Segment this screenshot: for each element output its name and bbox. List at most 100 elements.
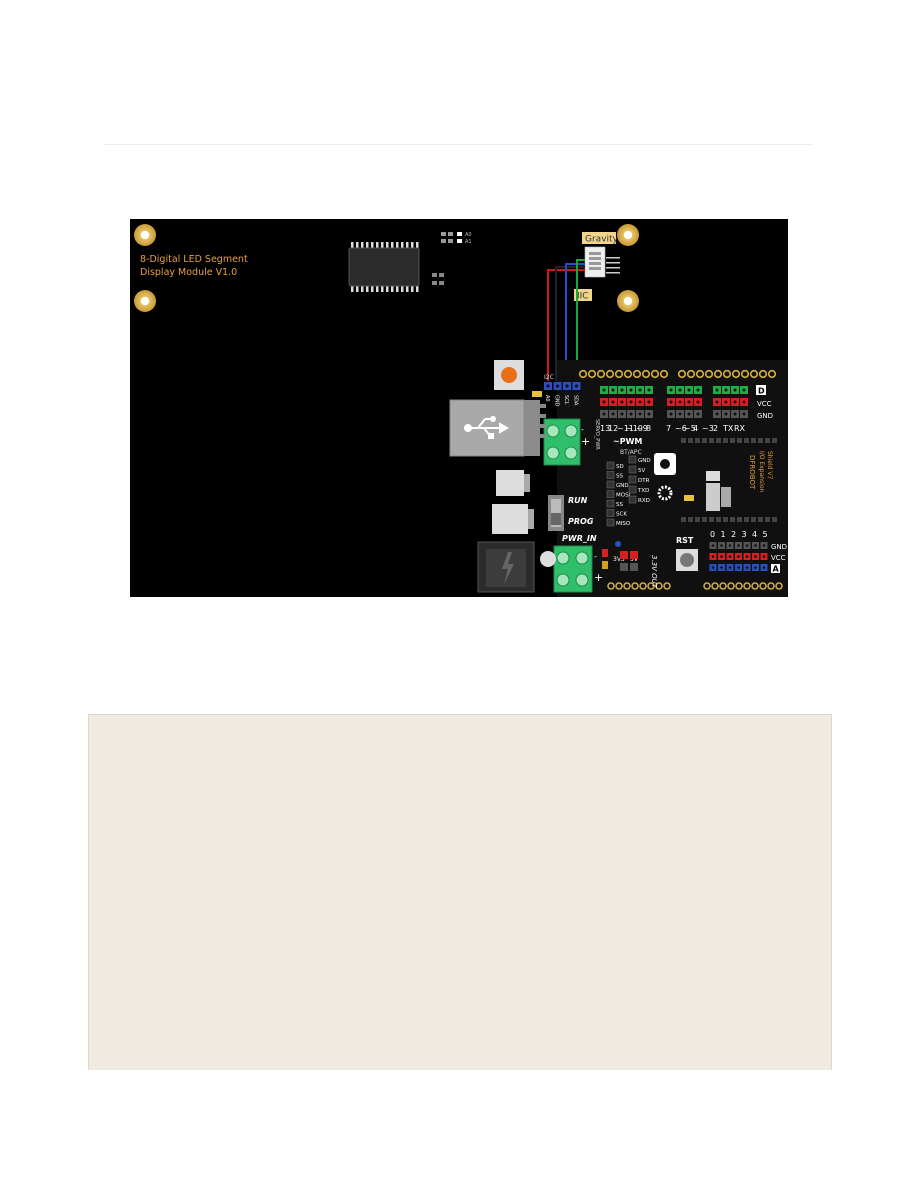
digital-pin-hole: [602, 388, 606, 392]
analog-pin-hole: [720, 566, 723, 569]
header-ring-pin: [663, 582, 671, 590]
strip-pin: [772, 517, 777, 522]
strip-pin: [723, 438, 728, 443]
strip-pin: [716, 517, 721, 522]
digital-pin-hole: [629, 412, 633, 416]
digital-pin-hole: [687, 400, 691, 404]
digital-pin-hole: [647, 412, 651, 416]
addr-label-a0: A0: [465, 232, 472, 238]
arduino-components: [449, 360, 556, 593]
digital-pin-hole: [715, 412, 719, 416]
strip-pin: [702, 517, 707, 522]
digital-pin-label: 4: [693, 424, 698, 433]
chip-pin: [396, 286, 399, 292]
digital-pin-hole: [629, 400, 633, 404]
chip-pin: [416, 242, 419, 248]
digital-pin-label: ~6: [675, 424, 687, 433]
digital-pin-hole: [647, 388, 651, 392]
analog-pin-label: 5: [763, 530, 768, 539]
header-ring-pin: [655, 582, 663, 590]
header-ring-pin: [713, 369, 723, 379]
header-ring-pin: [767, 582, 775, 590]
chip-pin: [361, 286, 364, 292]
chip-pin: [351, 242, 354, 248]
analog-pin-hole: [745, 566, 749, 569]
lightning-icon: [502, 552, 514, 584]
module-title-line1: 8-Digital LED Segment: [140, 254, 248, 265]
i2c-label: I2C: [544, 374, 554, 381]
header-ring-pin: [686, 369, 696, 379]
bt-header-pin: [628, 455, 637, 464]
digital-pin-hole: [678, 412, 682, 416]
digital-pin-hole: [724, 412, 728, 416]
pwm-label: ~PWM: [613, 437, 642, 446]
header-ring-pin: [749, 369, 759, 379]
spi-pin-label: SCK: [616, 512, 627, 518]
bt-header-pin: [628, 475, 637, 484]
svg-text:-: -: [594, 552, 597, 561]
spi-pin-label: SS: [616, 474, 623, 480]
module-title-line2: Display Module V1.0: [140, 267, 237, 278]
spi-pin-label: MOSI: [616, 493, 631, 499]
strip-pin: [730, 438, 735, 443]
analog-pin-hole: [762, 566, 766, 569]
servo-pwr-label: SERVO_PWR: [594, 419, 600, 450]
header-ring-pin: [647, 582, 655, 590]
header-ring-pin: [722, 369, 732, 379]
chip-pin: [376, 286, 379, 292]
wire-red: [547, 269, 585, 381]
dc-jack: [477, 541, 535, 593]
digital-pin-hole: [724, 400, 728, 404]
header-ring-pin: [615, 582, 623, 590]
strip-pin: [695, 517, 700, 522]
usb-connector: [449, 399, 540, 457]
label-vcc-top: VCC: [757, 400, 772, 408]
digital-pin-hole: [647, 400, 651, 404]
digital-pin-hole: [733, 388, 737, 392]
digital-pin-hole: [715, 400, 719, 404]
bt-pin-label: GND: [638, 458, 651, 464]
led-module: 8-Digital LED Segment Display Module V1.…: [134, 224, 639, 312]
addr-label-a1: A1: [465, 239, 472, 245]
digital-pin-hole: [611, 412, 615, 416]
digital-pin-hole: [733, 412, 737, 416]
spi-pin-label: GND: [616, 483, 629, 489]
iic-label: IIC: [577, 292, 589, 302]
gravity-label-bg: [582, 232, 616, 244]
spi-header-pin: [606, 518, 615, 527]
i2c-pin-label: A0: [544, 395, 550, 402]
analog-pin-hole: [711, 555, 715, 558]
chip-pin: [406, 286, 409, 292]
mount-hole: [617, 290, 639, 312]
digital-pin-hole: [696, 412, 700, 416]
chip-pin: [401, 286, 404, 292]
header-ring-pin: [758, 369, 768, 379]
label-d-box: [756, 385, 766, 395]
pwr-in-label: PWR_IN: [562, 534, 597, 543]
header-ring-pin: [623, 369, 633, 379]
label-d: D: [758, 387, 765, 396]
address-pads: A0 A1: [441, 232, 472, 245]
header-ring-pin: [641, 369, 651, 379]
digital-pin-label: 13: [600, 424, 610, 433]
digital-pin-hole: [696, 400, 700, 404]
mount-hole: [134, 290, 156, 312]
chip-pin: [376, 242, 379, 248]
digital-pin-hole: [620, 412, 624, 416]
v33-label: 3V3: [613, 556, 625, 563]
bt-pin-label: RXD: [638, 498, 650, 504]
header-ring-pin: [650, 369, 660, 379]
bt-header-pin: [628, 485, 637, 494]
analog-pin-hole: [754, 544, 757, 547]
strip-pin: [751, 438, 756, 443]
analog-pin-hole: [762, 544, 766, 547]
spi-header-pin: [606, 471, 615, 479]
driver-chip: [348, 242, 420, 292]
chip-pin: [366, 242, 369, 248]
strip-pin: [758, 438, 763, 443]
digital-pin-label: 2: [713, 424, 718, 433]
digital-pin-hole: [669, 412, 673, 416]
spi-pin-label: MISO: [616, 521, 631, 527]
strip-pin: [688, 438, 693, 443]
